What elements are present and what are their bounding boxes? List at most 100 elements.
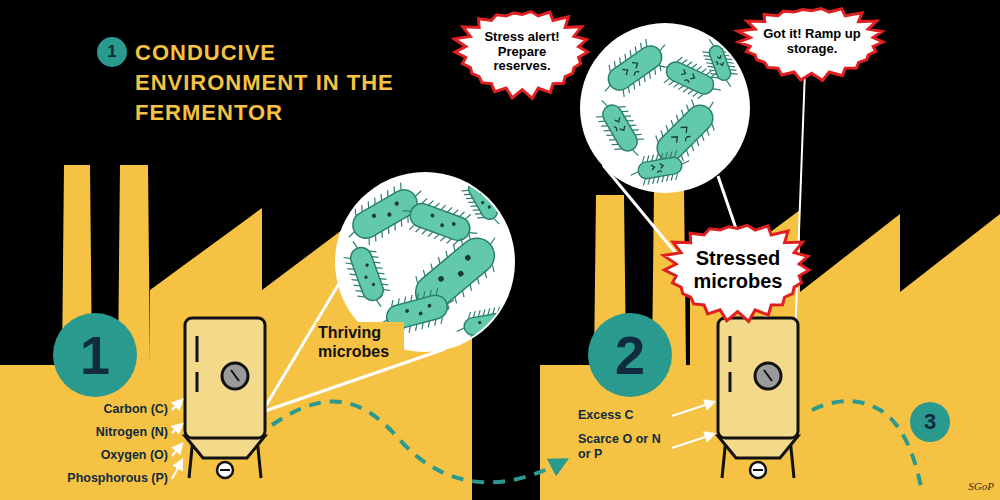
cell-body	[407, 200, 473, 243]
tank-body	[718, 318, 798, 438]
input-arrow	[672, 434, 714, 448]
cell-spot	[478, 321, 482, 325]
tank-line	[729, 336, 732, 362]
cilium	[403, 209, 411, 214]
stressed-bacteria	[590, 32, 741, 187]
input-label: Oxygen (O)	[68, 448, 168, 463]
cell-body	[637, 156, 683, 180]
cilium	[462, 188, 469, 194]
cilium	[702, 50, 709, 55]
bacterium	[628, 149, 692, 188]
cell-body	[707, 44, 732, 83]
cell-body	[348, 245, 386, 304]
cilium	[456, 328, 464, 331]
valve-handle	[220, 469, 230, 471]
tank-line	[729, 372, 732, 392]
left-factory	[0, 165, 472, 500]
cilium	[482, 179, 489, 185]
cell-spot	[451, 222, 456, 227]
cilium	[467, 175, 473, 183]
tank-gauge	[222, 363, 248, 389]
cell-spot	[365, 263, 369, 267]
section-number: 1	[97, 37, 127, 67]
bacterium	[339, 235, 394, 313]
tank-gauge	[755, 363, 781, 389]
gauge-needle	[764, 370, 772, 381]
tank-valve	[217, 462, 233, 478]
callout-label: Thriving microbes	[316, 322, 404, 362]
fermentor-tanks	[185, 318, 798, 478]
cilium	[643, 39, 649, 46]
cell-spot	[364, 275, 368, 279]
stress-mouth	[684, 135, 690, 141]
cilium	[596, 114, 603, 120]
cell-spot	[418, 311, 423, 316]
cell-body	[466, 178, 501, 222]
tank-body	[185, 318, 265, 438]
stress-mouth	[614, 126, 618, 131]
cilium	[498, 330, 502, 336]
gauge-needle	[231, 370, 239, 381]
cell-spot	[440, 223, 445, 228]
cilium	[509, 317, 517, 320]
bacterium	[454, 304, 520, 344]
cell-body	[652, 100, 718, 166]
burst-outline	[454, 12, 587, 99]
input-arrow	[672, 402, 714, 416]
stress-eye	[671, 134, 680, 143]
cell-body	[463, 311, 511, 336]
cilium	[376, 299, 381, 307]
step-number: 1	[53, 313, 137, 397]
cell-spot	[488, 323, 492, 327]
input-arrow	[172, 400, 182, 410]
thriving-bacteria	[338, 168, 520, 344]
cilium	[469, 231, 477, 236]
input-arrow	[172, 460, 182, 479]
stress-eye	[681, 124, 690, 133]
cilium	[487, 187, 494, 193]
input-arrows	[172, 400, 714, 479]
cilium	[690, 100, 696, 106]
number-disc	[588, 313, 672, 397]
cell-spot	[457, 270, 465, 278]
cell-spot	[371, 213, 377, 219]
stress-eye	[690, 74, 696, 81]
stress-eye	[622, 67, 629, 75]
magnifier-circle	[580, 23, 750, 193]
cilium	[435, 288, 439, 295]
tank-line	[196, 372, 199, 392]
stress-eye	[632, 60, 639, 68]
cilium	[484, 183, 491, 189]
bacterium	[590, 92, 650, 165]
burst-outline	[738, 8, 883, 80]
burst-text: Stress alert! Prepare reserves.	[476, 30, 568, 75]
number-disc	[53, 313, 137, 397]
stress-mouth	[716, 61, 718, 65]
number-text: 3	[924, 409, 936, 434]
flow-dashes	[812, 401, 922, 492]
cilium	[469, 336, 473, 342]
cilium	[366, 239, 372, 246]
cilium	[483, 333, 487, 339]
cell-spot	[405, 309, 410, 314]
cell-spot	[430, 213, 435, 218]
stress-eye	[681, 69, 687, 76]
cilium	[674, 150, 678, 156]
input-label: Scarce O or N or P	[578, 432, 668, 462]
cilium	[478, 334, 482, 340]
cilium	[491, 195, 498, 201]
cilium	[713, 87, 721, 92]
step-number: 3	[910, 402, 950, 442]
cilium	[343, 255, 350, 260]
cell-spot	[394, 201, 400, 207]
cilium	[709, 39, 714, 47]
number-disc	[97, 37, 127, 67]
cilium	[466, 213, 471, 220]
stress-eye	[620, 126, 627, 132]
speech-burst: Stress alert! Prepare reserves.	[448, 2, 596, 102]
cell-spot	[386, 212, 392, 218]
tank-valve	[750, 462, 766, 478]
speech-burst: Got it! Ramp up storage.	[731, 0, 892, 84]
